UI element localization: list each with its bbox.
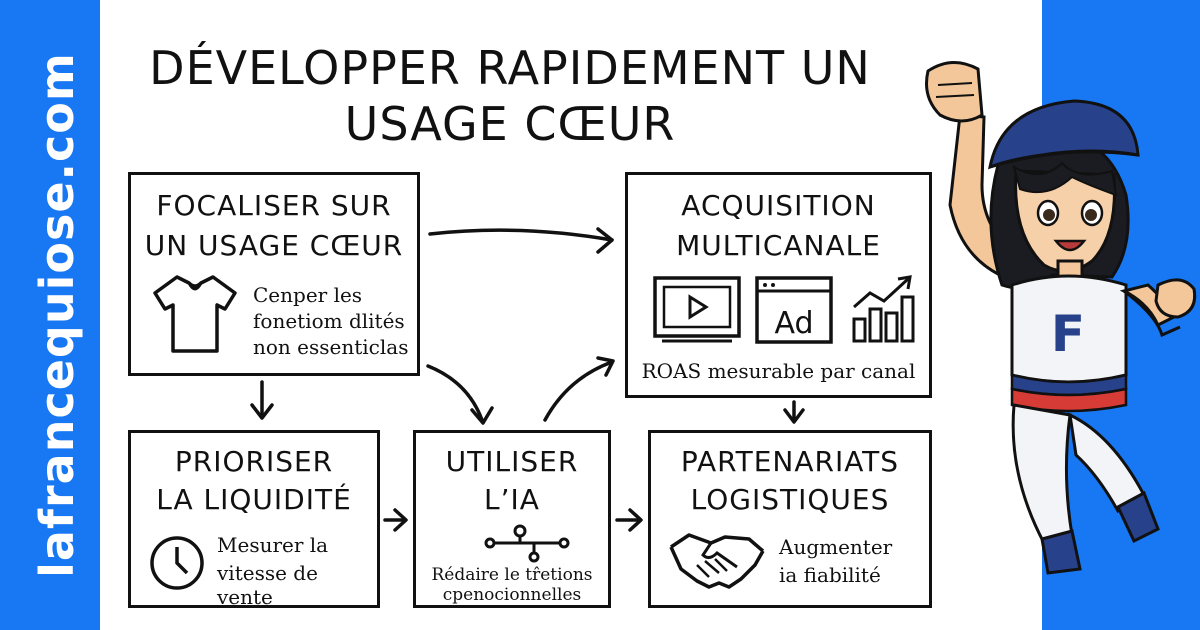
box-utiliser-title-1: UTILISER <box>445 445 579 478</box>
right-leg <box>1068 412 1146 514</box>
box-acquisition-title-2: MULTICANALE <box>676 229 881 262</box>
box-prioriser-title-1: PRIORISER <box>174 445 334 478</box>
arrow-focaliser-to-acquisition <box>428 227 614 254</box>
box-focaliser-title-1: FOCALISER SUR <box>156 189 392 222</box>
arrow-focaliser-to-utiliser <box>426 364 494 425</box>
page-title: DÉVELOPPER RAPIDEMENT UN USAGE CŒUR <box>130 40 890 152</box>
ad-icon: Ad <box>755 276 833 344</box>
box-focaliser-title-2: UN USAGE CŒUR <box>144 229 404 262</box>
box-utiliser-title-2: L’IA <box>484 483 540 516</box>
title-line-2: USAGE CŒUR <box>344 97 676 151</box>
box-utiliser-text-1: Rédaire le tr̂etions <box>431 565 593 585</box>
box-focaliser-text-3: non essenticlas <box>253 335 409 359</box>
box-utiliser-text-2: cpenocionnelles <box>442 585 582 605</box>
box-acquisition: ACQUISITION MULTICANALE Ad ROAS mesurabl… <box>625 172 932 398</box>
box-focaliser-text-1: Cenper les <box>253 283 363 307</box>
tshirt-icon <box>153 275 237 353</box>
tank-top-letter: F <box>1051 305 1085 363</box>
ai-network-icon <box>484 524 570 563</box>
handshake-icon <box>669 533 765 589</box>
box-partenariats-title-2: LOGISTIQUES <box>690 483 890 516</box>
box-prioriser-text-1: Mesurer la <box>217 533 329 557</box>
ad-label: Ad <box>774 306 813 341</box>
hero-character-illustration: F <box>925 61 1197 575</box>
arrow-focaliser-to-prioriser <box>250 380 274 420</box>
box-prioriser-title-2: LA LIQUIDITÉ <box>156 483 352 516</box>
arrow-utiliser-to-partenariats <box>615 508 643 532</box>
right-boot <box>1116 490 1160 544</box>
box-focaliser-text-2: fonetiom dlités <box>253 309 405 333</box>
box-partenariats-title-1: PARTENARIATS <box>680 445 900 478</box>
box-prioriser: PRIORISER LA LIQUIDITÉ Mesurer la vitess… <box>128 430 380 609</box>
left-boot <box>1040 529 1082 575</box>
box-partenariats: PARTENARIATS LOGISTIQUES Augmenter ia fi… <box>648 430 932 608</box>
mouth <box>1053 239 1087 252</box>
clock-icon <box>150 536 204 590</box>
title-line-1: DÉVELOPPER RAPIDEMENT UN <box>149 41 871 95</box>
arrow-acquisition-to-partenariats <box>783 400 805 424</box>
left-brand-band: lafrancequiose.com <box>0 0 100 630</box>
arrow-utiliser-to-acquisition <box>543 356 615 422</box>
left-leg <box>1011 403 1074 545</box>
arrow-prioriser-to-utiliser <box>383 508 408 532</box>
box-partenariats-text-2: ia fiabilité <box>779 563 881 587</box>
side-fist <box>1154 278 1197 319</box>
growth-chart-icon <box>852 275 915 343</box>
box-focaliser: FOCALISER SUR UN USAGE CŒUR Cenper les f… <box>128 172 420 376</box>
video-screen-icon <box>653 276 741 343</box>
box-prioriser-text-2: vitesse de vente <box>217 561 318 609</box>
raised-fist <box>925 61 984 123</box>
box-partenariats-text-1: Augmenter <box>779 535 893 559</box>
box-acquisition-text-1: ROAS mesurable par canal <box>641 359 916 383</box>
box-utiliser-ia: UTILISER L’IA Rédaire le tr̂etions cpeno… <box>413 430 611 608</box>
box-acquisition-title-1: ACQUISITION <box>681 189 876 222</box>
